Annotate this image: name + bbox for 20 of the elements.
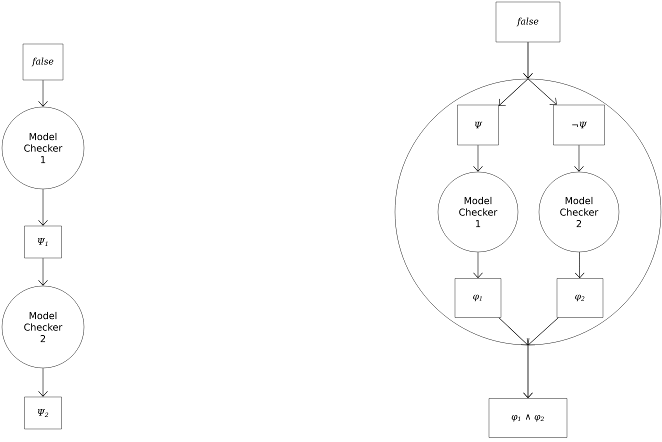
formula-box: false bbox=[22, 44, 64, 80]
arrow bbox=[38, 80, 48, 107]
arrow bbox=[574, 252, 584, 278]
parallel-group-circle bbox=[394, 78, 662, 346]
arrow bbox=[38, 188, 48, 226]
arrow bbox=[473, 252, 483, 278]
arrow bbox=[574, 144, 584, 172]
arrow bbox=[38, 368, 48, 397]
formula-box: φ$_{2}$ bbox=[556, 278, 604, 318]
formula-box: φ$_{1}$ bbox=[454, 278, 502, 318]
arrow bbox=[523, 317, 559, 398]
arrow bbox=[523, 42, 557, 105]
formula-box: Ψ$_{1}$ bbox=[24, 226, 62, 258]
formula-box: Ψ$_{2}$ bbox=[24, 396, 62, 430]
formula-box: φ$_{1}$ ∧ φ$_{2}$ bbox=[488, 398, 568, 438]
formula-box: Ψ bbox=[457, 104, 499, 146]
formula-box: ¬Ψ bbox=[553, 104, 605, 146]
arrow bbox=[473, 144, 483, 172]
arrow bbox=[38, 258, 48, 286]
formula-box: false bbox=[496, 2, 560, 42]
